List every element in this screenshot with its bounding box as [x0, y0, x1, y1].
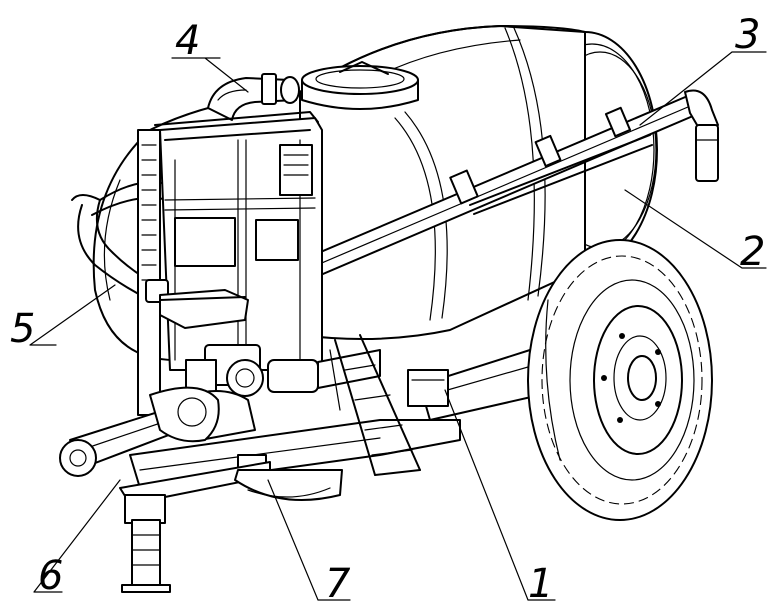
callout-1: 1 [528, 561, 553, 605]
callout-4: 4 [175, 18, 200, 64]
top-elbow-pipe [207, 73, 300, 121]
callout-7: 7 [325, 561, 351, 605]
manhole-lid [301, 61, 419, 110]
callout-2: 2 [740, 229, 765, 275]
chassis-frame [119, 349, 541, 505]
callout-6: 6 [38, 553, 63, 599]
access-ladder [334, 334, 421, 476]
callout-3: 3 [735, 12, 760, 58]
callout-5: 5 [10, 306, 35, 352]
front-frame [154, 111, 323, 371]
boom-pipe [249, 89, 719, 301]
pto-driveshaft [59, 386, 220, 477]
wheel [527, 239, 713, 521]
jack-stand [121, 494, 171, 593]
belly-tank [234, 469, 343, 501]
leader-lines [29, 51, 767, 601]
callouts: 1 2 3 4 5 6 7 [10, 12, 765, 605]
